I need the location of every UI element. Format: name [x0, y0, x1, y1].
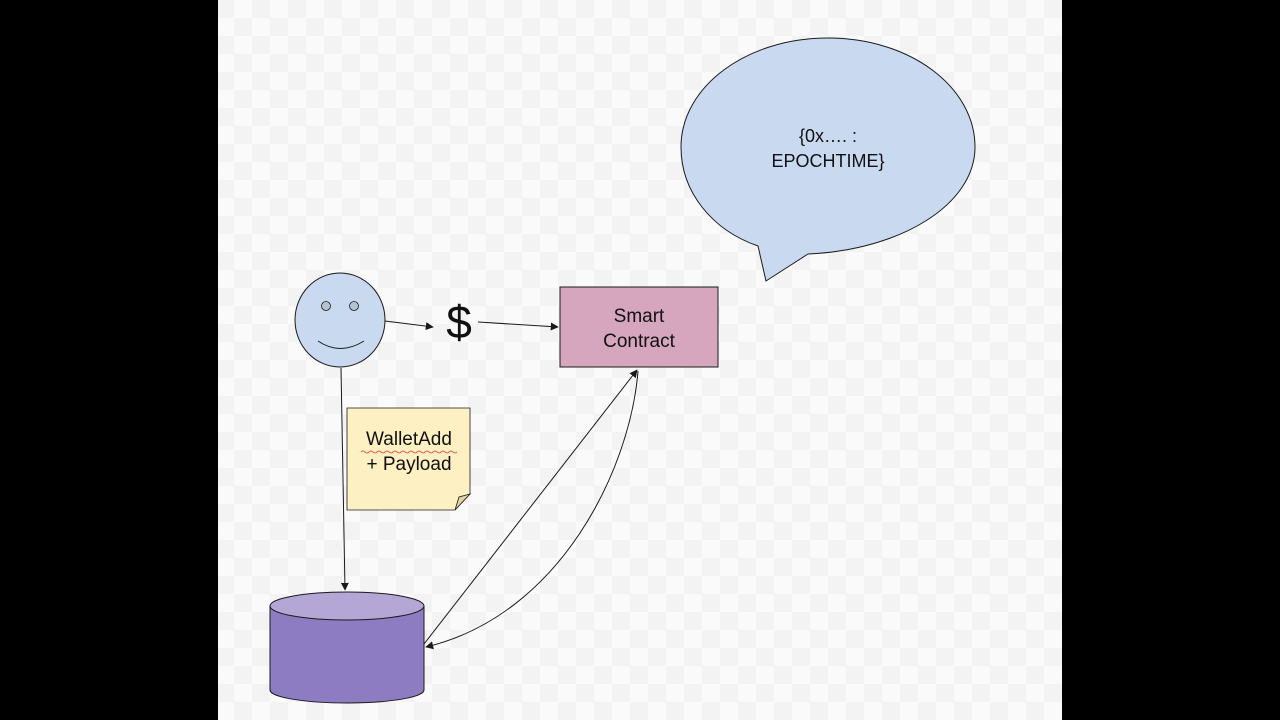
spellcheck-underline — [360, 450, 458, 454]
database-cylinder-icon — [269, 591, 425, 704]
smart-contract-rect — [559, 286, 719, 368]
speech-bubble: {0x…. : EPOCHTIME} — [680, 37, 976, 282]
smiley-left-eye — [321, 301, 331, 311]
arrow-contract-to-database — [425, 370, 639, 650]
arrow-user-to-dollar — [384, 320, 434, 331]
arrow-dollar-to-contract — [477, 321, 559, 331]
smiley-face-circle — [294, 272, 386, 368]
speech-bubble-line-1: {0x…. : — [799, 126, 857, 146]
smart-contract-line-2: Contract — [603, 331, 676, 352]
smiley-mouth — [317, 340, 365, 349]
smart-contract-box: Smart Contract — [559, 286, 719, 368]
smiley-right-eye — [349, 301, 359, 311]
smart-contract-line-1: Smart — [614, 306, 665, 327]
speech-bubble-line-2: EPOCHTIME} — [771, 151, 884, 171]
database-top — [269, 591, 425, 621]
sticky-note: WalletAdd + Payload — [346, 407, 472, 511]
dollar-sign-label: $ — [446, 296, 472, 348]
sticky-note-line-2: + Payload — [366, 454, 451, 475]
sticky-note-line-1: WalletAdd — [366, 429, 452, 450]
arrow-database-to-contract — [423, 369, 638, 645]
sticky-note-fold — [454, 493, 472, 511]
arrow-user-to-database — [340, 367, 349, 591]
database-body — [269, 606, 425, 704]
speech-bubble-shape — [680, 37, 976, 282]
user-smiley-icon — [294, 272, 386, 368]
